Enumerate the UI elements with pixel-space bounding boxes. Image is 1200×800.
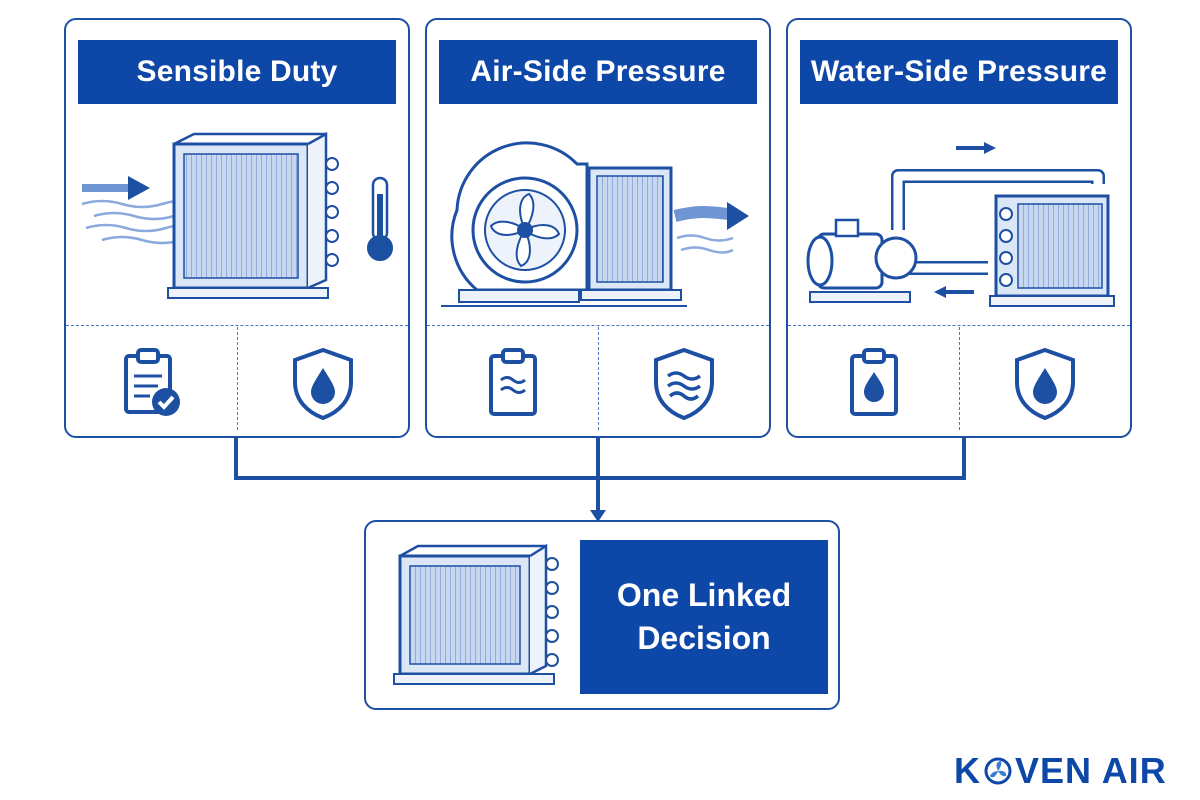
result-title-line2: Decision	[637, 620, 771, 656]
shield-drop-icon	[237, 338, 408, 430]
linked-decision-panel: One Linked Decision	[364, 520, 840, 710]
coil-illustration	[393, 543, 559, 685]
airflow-coil-illustration	[81, 131, 393, 299]
panel-title: Sensible Duty	[78, 40, 396, 104]
clipboard-airflow-icon	[427, 338, 598, 430]
panel-divider	[427, 325, 769, 326]
clipboard-check-icon	[66, 338, 237, 430]
shield-airflow-icon	[598, 338, 769, 430]
panel-title: Air-Side Pressure	[439, 40, 757, 104]
sensible-duty-panel: Sensible Duty	[64, 18, 410, 438]
result-title-line1: One Linked	[616, 576, 792, 613]
panel-divider	[959, 327, 960, 430]
fan-coil-illustration	[441, 141, 749, 307]
clipboard-drop-icon	[788, 338, 959, 430]
linked-decision-label: One Linked Decision	[580, 540, 828, 694]
brand-text-part1: K	[954, 750, 981, 791]
panel-title: Water-Side Pressure	[800, 40, 1118, 104]
panel-divider	[66, 325, 408, 326]
air-side-pressure-panel: Air-Side Pressure	[425, 18, 771, 438]
shield-drop-icon	[959, 338, 1130, 430]
pump-coil-illustration	[806, 142, 1115, 307]
brand-logo: K VEN AIR	[954, 750, 1167, 792]
panel-divider	[598, 327, 599, 430]
water-side-pressure-panel: Water-Side Pressure	[786, 18, 1132, 438]
fan-logo-icon	[984, 757, 1012, 785]
brand-text-part2: VEN AIR	[1015, 750, 1167, 791]
panel-divider	[788, 325, 1130, 326]
panel-divider	[237, 327, 238, 430]
